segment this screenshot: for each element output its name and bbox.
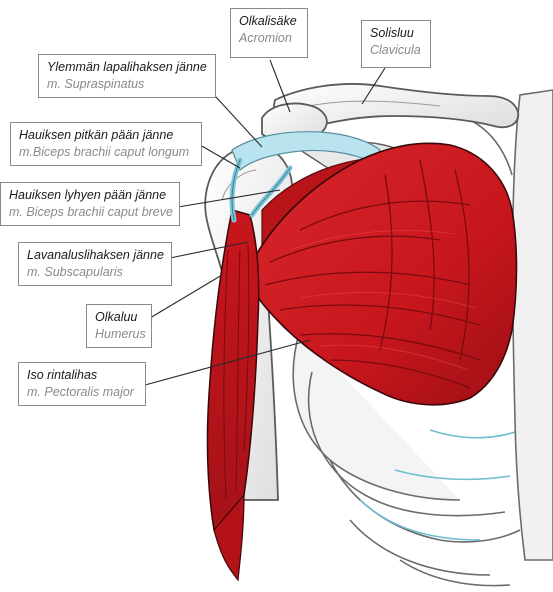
label-humerus: Olkaluu Humerus [86, 304, 152, 348]
biceps-muscle [207, 210, 258, 580]
label-acromion-latin: Acromion [239, 30, 299, 47]
label-biceps-long-head-finnish: Hauiksen pitkän pään jänne [19, 127, 193, 144]
label-biceps-long-head-latin: m.Biceps brachii caput longum [19, 144, 193, 161]
label-subscapularis: Lavanaluslihaksen jänne m. Subscapularis [18, 242, 172, 286]
label-biceps-short-head: Hauiksen lyhyen pään jänne m. Biceps bra… [0, 182, 180, 226]
label-supraspinatus-finnish: Ylemmän lapalihaksen jänne [47, 59, 207, 76]
label-biceps-long-head: Hauiksen pitkän pään jänne m.Biceps brac… [10, 122, 202, 166]
label-biceps-short-head-latin: m. Biceps brachii caput breve [9, 204, 171, 221]
label-pectoralis-major-finnish: Iso rintalihas [27, 367, 137, 384]
label-acromion: Olkalisäke Acromion [230, 8, 308, 58]
label-pectoralis-major-latin: m. Pectoralis major [27, 384, 137, 401]
label-humerus-finnish: Olkaluu [95, 309, 143, 326]
label-clavicle-finnish: Solisluu [370, 25, 422, 42]
label-supraspinatus: Ylemmän lapalihaksen jänne m. Supraspina… [38, 54, 216, 98]
label-subscapularis-finnish: Lavanaluslihaksen jänne [27, 247, 163, 264]
label-biceps-short-head-finnish: Hauiksen lyhyen pään jänne [9, 187, 171, 204]
label-subscapularis-latin: m. Subscapularis [27, 264, 163, 281]
label-pectoralis-major: Iso rintalihas m. Pectoralis major [18, 362, 146, 406]
label-acromion-finnish: Olkalisäke [239, 13, 299, 30]
label-clavicle-latin: Clavicula [370, 42, 422, 59]
label-clavicle: Solisluu Clavicula [361, 20, 431, 68]
label-humerus-latin: Humerus [95, 326, 143, 343]
label-supraspinatus-latin: m. Supraspinatus [47, 76, 207, 93]
